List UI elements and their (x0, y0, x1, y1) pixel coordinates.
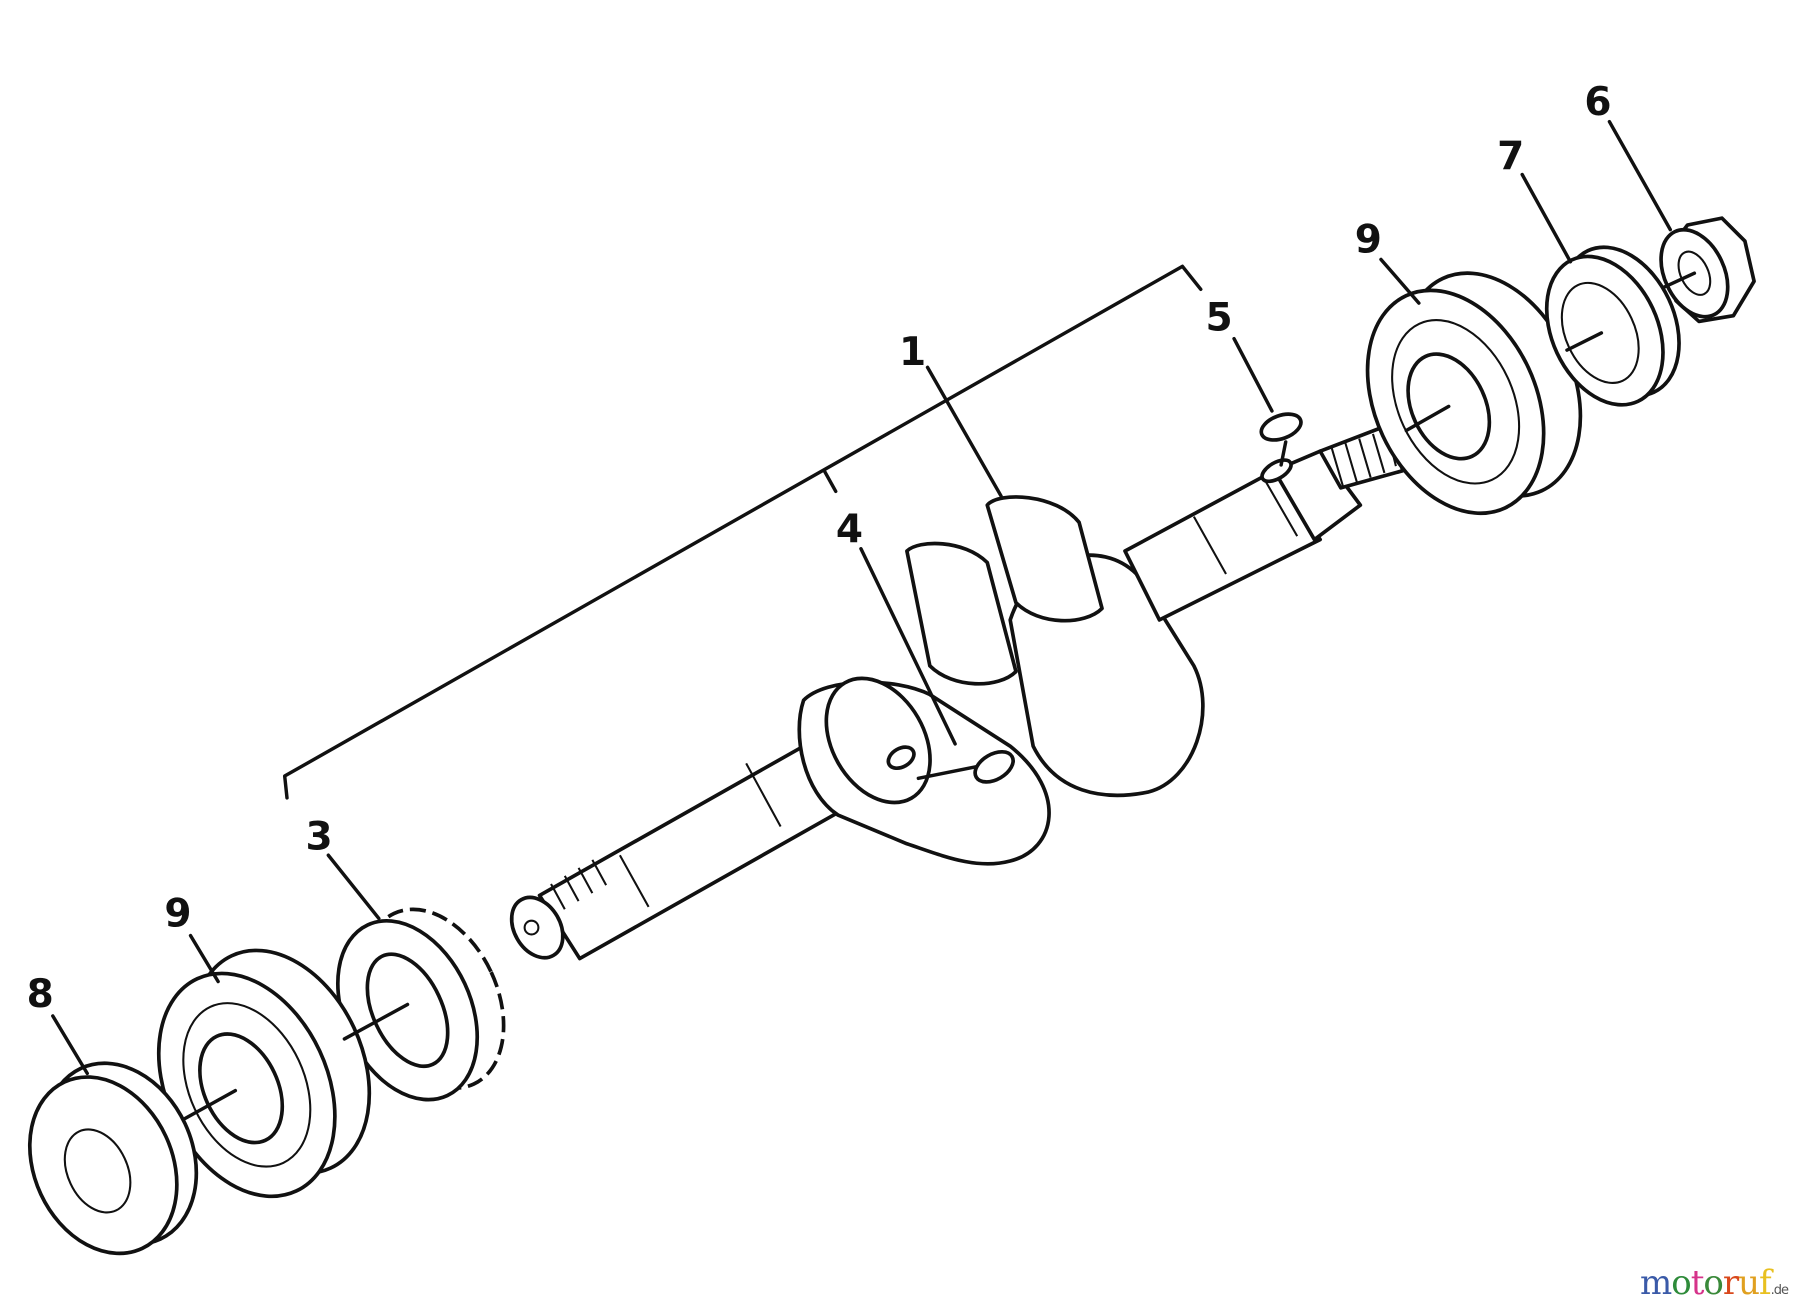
watermark-letter: o (1703, 1263, 1724, 1303)
callout-3: 3 (306, 815, 333, 860)
callout-1: 1 (899, 330, 926, 375)
assembly-bracket (282, 264, 1203, 800)
callout-5: 5 (1206, 296, 1233, 341)
watermark-letter: r (1722, 1263, 1739, 1303)
callout-9-right: 9 (1355, 218, 1382, 263)
watermark-suffix: .de (1770, 1283, 1789, 1298)
callout-6: 6 (1584, 80, 1611, 125)
ball-bearing-left[interactable] (124, 922, 403, 1225)
callout-7: 7 (1497, 134, 1524, 179)
timing-gear[interactable] (311, 887, 531, 1122)
oil-seal-left[interactable] (2, 1038, 225, 1277)
crankshaft[interactable] (501, 422, 1405, 967)
watermark-letter: m (1639, 1263, 1672, 1303)
watermark-logo: motoruf.de (1639, 1263, 1789, 1303)
watermark-letter: t (1690, 1263, 1705, 1303)
callout-8: 8 (27, 972, 54, 1017)
bracket-tick (822, 468, 838, 494)
watermark-letter: u (1738, 1263, 1760, 1303)
watermark-letter: f (1759, 1263, 1772, 1303)
watermark-letter: o (1671, 1263, 1692, 1303)
key-flywheel-end[interactable] (1258, 409, 1305, 445)
key-pto-end[interactable] (970, 746, 1018, 789)
callout-4: 4 (836, 507, 863, 552)
leader-lines (51, 119, 1697, 1122)
callout-9-left: 9 (164, 891, 191, 936)
oil-seal-right[interactable] (1524, 228, 1702, 423)
